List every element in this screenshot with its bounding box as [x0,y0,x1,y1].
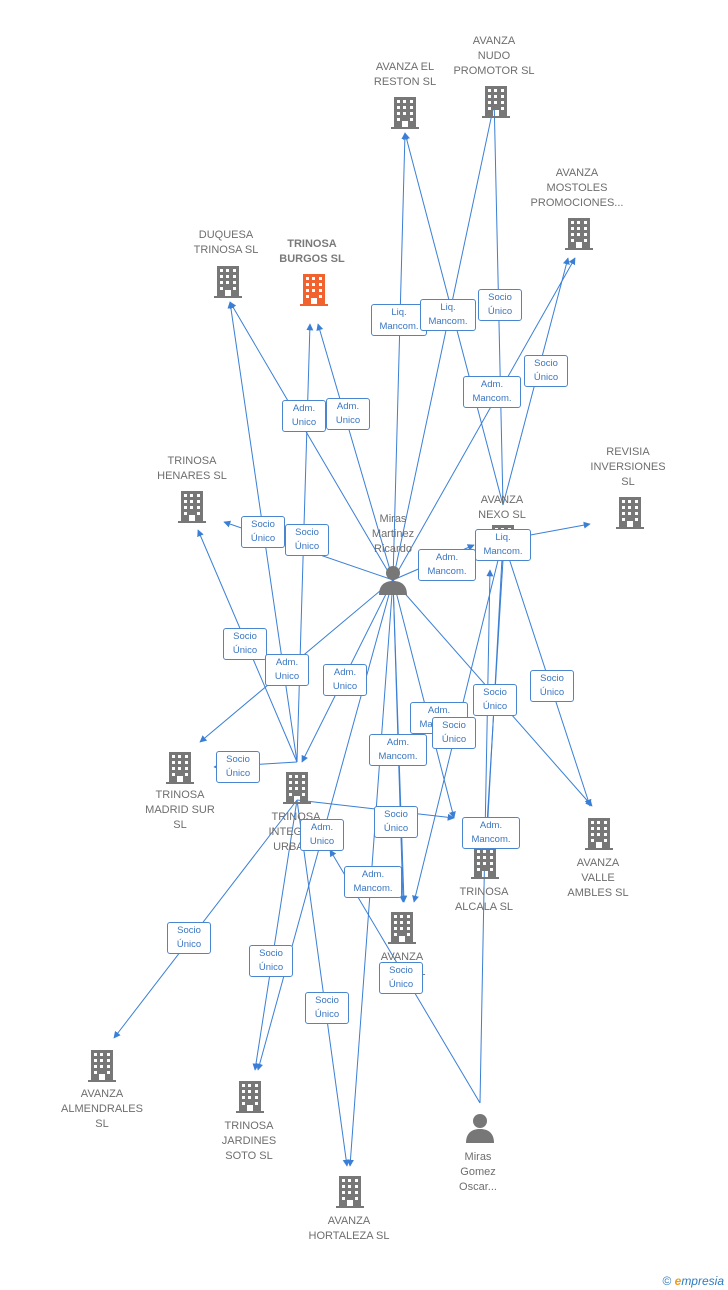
edge-label-socio-unico-burgos[interactable]: Socio Único [285,524,329,556]
edge-label-liq-mancom-nudo[interactable]: Liq. Mancom. [420,299,476,331]
node-label-avanza-hortaleza[interactable]: AVANZA HORTALEZA SL [308,1215,390,1242]
node-label-trinosa-jardines-soto[interactable]: TRINOSA JARDINES SOTO SL [221,1120,277,1162]
node-label-trinosa-alcala[interactable]: TRINOSA ALCALA SL [454,886,514,913]
edge-label-socio-unico-mostoles[interactable]: Socio Único [524,355,568,387]
brand-name: mpresia [681,1274,724,1288]
building-icon-avanza-almendrales[interactable] [88,1050,116,1082]
edge-label-adm-unico-integral-c[interactable]: Adm. Unico [300,819,344,851]
node-label-avanza-almendrales[interactable]: AVANZA ALMENDRALES SL [61,1088,143,1130]
edge-label-socio-unico-nexo[interactable]: Socio Único [473,684,517,716]
building-icon-trinosa-madrid-sur[interactable] [166,752,194,784]
edge-label-socio-unico-almendrales[interactable]: Socio Único [167,922,211,954]
edge-label-adm-mancom-mostoles[interactable]: Adm. Mancom. [463,376,521,408]
building-icon-avanza-valle[interactable] [585,818,613,850]
building-icon-trinosa-alcala[interactable] [471,847,499,879]
node-label-avanza-el-reston[interactable]: AVANZA EL RESTON SL [373,61,437,88]
edge-3 [229,301,394,581]
edge-label-adm-mancom-integral[interactable]: Adm. Mancom. [344,866,402,898]
building-icon-trinosa-henares[interactable] [178,491,206,523]
building-icon-trinosa-integral[interactable] [283,772,311,804]
edge-label-adm-mancom-alcala-b[interactable]: Adm. Mancom. [462,817,520,849]
edge-label-adm-unico-duquesa[interactable]: Adm. Unico [282,400,326,432]
edge-label-socio-unico-jardines[interactable]: Socio Único [249,945,293,977]
edge-label-adm-mancom-nexo[interactable]: Adm. Mancom. [418,549,476,581]
building-icon-avanza-el-reston[interactable] [391,97,419,129]
edge-label-adm-unico-burgos[interactable]: Adm. Unico [326,398,370,430]
node-label-revisia-inversiones[interactable]: REVISIA INVERSIONES SL [590,446,666,488]
edge-26 [252,799,298,1071]
edge-27 [296,799,350,1167]
edge-label-socio-unico-nudo[interactable]: Socio Único [478,289,522,321]
node-label-miras-martinez-ricardo[interactable]: Miras Martinez Ricardo [371,513,415,555]
building-icon-revisia[interactable] [616,497,644,529]
edge-label-socio-unico-alcala[interactable]: Socio Único [432,717,476,749]
node-label-trinosa-burgos[interactable]: TRINOSA BURGOS SL [279,238,345,265]
edge-4 [316,323,394,581]
copyright-symbol: © [662,1274,672,1288]
edge-10 [392,579,456,819]
edge-label-socio-unico-madrid-sur[interactable]: Socio Único [216,751,260,783]
edge-25 [113,799,298,1039]
edge-label-socio-unico-valle[interactable]: Socio Único [530,670,574,702]
edge-label-socio-unico-alcala-b[interactable]: Socio Único [374,806,418,838]
empresia-footer: © empresia [662,1274,724,1288]
building-icon-avanza-nudo[interactable] [482,86,510,118]
edge-label-adm-unico-integral-a[interactable]: Adm. Unico [265,654,309,686]
person-icon-miras-oscar[interactable] [466,1114,494,1143]
building-icon-trinosa-burgos[interactable] [300,274,328,306]
building-icon-avanza-mostoles[interactable] [565,218,593,250]
node-label-avanza-nudo-promotor[interactable]: AVANZA NUDO PROMOTOR SL [453,35,535,77]
node-label-duquesa-trinosa[interactable]: DUQUESA TRINOSA SL [193,229,259,256]
node-label-avanza-mostoles[interactable]: AVANZA MOSTOLES PROMOCIONES... [530,167,624,209]
edge-label-socio-unico-madrid[interactable]: Socio Único [223,628,267,660]
building-icon-trinosa-jardines[interactable] [236,1081,264,1113]
node-label-avanza-nexo[interactable]: AVANZA NEXO SL [478,494,526,521]
edge-0 [392,132,409,581]
edge-label-liq-mancom-nexo[interactable]: Liq. Mancom. [475,529,531,561]
edge-label-socio-unico-tol[interactable]: Socio Único [379,962,423,994]
node-label-trinosa-madrid-sur[interactable]: TRINOSA MADRID SUR SL [145,789,215,831]
node-label-avanza-valle-ambles[interactable]: AVANZA VALLE AMBLES SL [567,857,629,899]
building-icon-avanza-tol[interactable] [388,912,416,944]
building-icon-avanza-hortaleza[interactable] [336,1176,364,1208]
edge-label-liq-mancom-reston[interactable]: Liq. Mancom. [371,304,427,336]
node-label-trinosa-henares[interactable]: TRINOSA HENARES SL [157,455,227,482]
edge-label-socio-unico-henares[interactable]: Socio Único [241,516,285,548]
edge-label-socio-unico-hortaleza[interactable]: Socio Único [305,992,349,1024]
edge-label-adm-unico-integral-b[interactable]: Adm. Unico [323,664,367,696]
edge-label-adm-mancom-tol[interactable]: Adm. Mancom. [369,734,427,766]
edge-1 [392,94,499,581]
building-icon-duquesa-trinosa[interactable] [214,266,242,298]
edge-2 [392,257,576,581]
node-label-miras-gomez-oscar[interactable]: Miras Gomez Oscar... [459,1151,497,1193]
brand-e: e [674,1274,682,1288]
